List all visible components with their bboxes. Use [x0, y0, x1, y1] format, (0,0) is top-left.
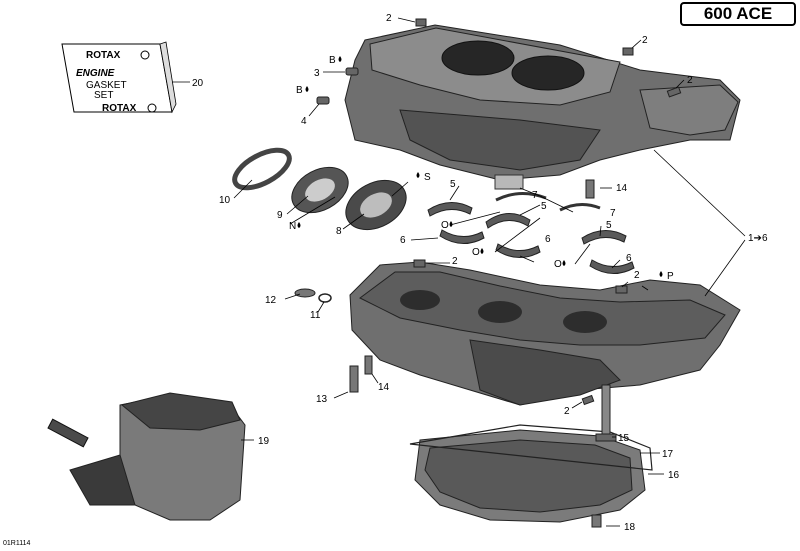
oil-drop-icon	[449, 221, 453, 227]
lubricant-code: O	[472, 247, 480, 258]
callout-15: 15	[618, 433, 630, 444]
gasket-title-line2: GASKET	[86, 80, 127, 91]
lubricant-code: O	[554, 259, 562, 270]
callout-19: 19	[258, 436, 270, 447]
screw-icon	[364, 355, 373, 375]
callout-2: 2	[642, 35, 648, 46]
callout-2: 2	[452, 256, 458, 267]
dowel-pin-icon	[415, 18, 427, 27]
callout-13: 13	[316, 394, 328, 405]
screw-icon	[591, 514, 602, 528]
dowel-pin-icon	[413, 259, 426, 268]
gasket-set-card: ROTAX ENGINE GASKET SET ROTAX	[61, 41, 177, 114]
callout-7: 7	[610, 208, 616, 219]
dowel-pin-icon	[622, 47, 634, 56]
plug-icon	[316, 96, 330, 105]
callout-5: 5	[541, 201, 547, 212]
rotax-logo-icon	[140, 50, 150, 60]
callout-14: 14	[378, 382, 390, 393]
lubricant-code: B	[329, 55, 336, 66]
dowel-pin-icon	[666, 86, 682, 98]
callout-8: 8	[336, 226, 342, 237]
callout-4: 4	[301, 116, 307, 127]
oil-drop-icon	[659, 271, 663, 277]
callout-16: 16	[668, 470, 680, 481]
callout-5: 5	[450, 179, 456, 190]
oil-drop-icon	[562, 260, 566, 266]
callout-11: 11	[310, 310, 321, 321]
lubricant-code: O	[441, 220, 449, 231]
oil-drop-icon	[338, 56, 342, 62]
lower-crankcase	[349, 261, 741, 406]
callout-17: 17	[662, 449, 674, 460]
gasket-brand-bottom: ROTAX	[102, 103, 137, 114]
screw-icon	[349, 365, 359, 393]
upper-crankcase	[344, 24, 741, 190]
callout-6: 6	[545, 234, 551, 245]
plug-icon	[294, 288, 316, 298]
callout-9: 9	[277, 210, 283, 221]
gasket-title-line1: ENGINE	[76, 68, 115, 79]
lubricant-code: B	[296, 85, 303, 96]
callout-14: 14	[616, 183, 628, 194]
callout-labels: 2 2 2 2 2 2 3 4 5 5 5 6 6 6 7 7 8 9 10 1…	[192, 13, 768, 533]
callout-7: 7	[532, 190, 538, 201]
callout-6: 6	[400, 235, 406, 246]
callout-2: 2	[386, 13, 392, 24]
callout-2: 2	[687, 75, 693, 86]
small-hardware	[294, 18, 682, 528]
callout-20: 20	[192, 78, 204, 89]
plug-icon	[345, 67, 359, 76]
callout-1-to-6: 1➔6	[748, 233, 768, 244]
callout-6: 6	[626, 253, 632, 264]
rotax-logo-icon	[147, 103, 157, 113]
callout-3: 3	[314, 68, 320, 79]
oil-drop-icon	[480, 248, 484, 254]
o-ring-icon	[318, 293, 332, 303]
gasket-title-line3: SET	[94, 90, 113, 101]
callout-12: 12	[265, 295, 277, 306]
gasket-brand-top: ROTAX	[86, 50, 121, 61]
bearing-shells	[427, 192, 635, 274]
callout-5: 5	[606, 220, 612, 231]
dowel-pin-icon	[581, 394, 595, 406]
dowel-pin-icon	[615, 285, 628, 294]
document-code: 01R1114	[3, 540, 31, 547]
lubricant-code: N	[289, 221, 296, 232]
callout-2: 2	[634, 270, 640, 281]
oil-pan	[409, 424, 653, 523]
lubricant-markers: B B S N O O O P	[289, 55, 674, 282]
callout-18: 18	[624, 522, 636, 533]
oil-drop-icon	[305, 86, 309, 92]
long-screw-icon	[601, 384, 611, 438]
lubricant-code: P	[667, 271, 674, 282]
leader-lines	[172, 17, 746, 527]
model-badge: 600 ACE	[680, 2, 796, 26]
crankshaft-seals	[232, 147, 407, 231]
lubricant-code: S	[424, 172, 431, 183]
oil-drop-icon	[297, 222, 301, 228]
callout-2: 2	[564, 406, 570, 417]
screw-icon	[585, 179, 595, 199]
callout-10: 10	[219, 195, 231, 206]
engine-assembly	[47, 392, 246, 521]
oil-drop-icon	[416, 172, 420, 178]
